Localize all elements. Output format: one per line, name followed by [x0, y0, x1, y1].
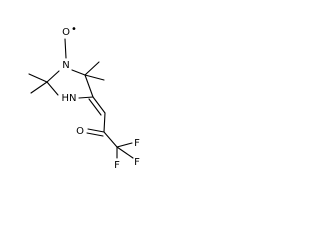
bond-n1-c2: [46, 70, 60, 83]
bond-c4-ch-double-a: [92, 96, 106, 114]
atom-n1: N: [62, 60, 69, 71]
radical-dot: •: [71, 24, 77, 35]
bonds: [28, 38, 134, 159]
bond-co-double-a: [87, 128, 105, 133]
atom-f3: F: [114, 160, 120, 171]
bond-co-cf3: [103, 131, 118, 148]
bond-cf3-f2: [116, 146, 134, 159]
structure-svg: O • N HN O F F F: [28, 24, 141, 171]
atom-nh: HN: [62, 93, 77, 104]
bond-c2-me2: [30, 81, 48, 94]
bond-c5-me2: [84, 74, 105, 81]
bond-c5-n1: [71, 69, 86, 76]
bond-c5-me1: [84, 61, 100, 76]
bond-c4-c5: [84, 74, 94, 98]
atom-o-carbonyl: O: [76, 126, 84, 137]
atom-f2: F: [134, 157, 140, 168]
atom-o-radical: O: [62, 27, 70, 38]
atom-f1: F: [134, 138, 140, 149]
bond-c2-me1: [28, 73, 48, 83]
bond-ch-co: [103, 112, 106, 133]
bond-c4-ch-double-b: [88, 98, 102, 116]
atom-labels: O • N HN O F F F: [62, 24, 141, 171]
bond-n-o: [64, 38, 67, 59]
bond-c2-n3: [46, 81, 59, 96]
bond-n3-c4: [78, 96, 94, 99]
chemical-structure: O • N HN O F F F: [0, 0, 149, 180]
bond-co-double-b: [86, 132, 104, 137]
bond-cf3-f1: [116, 142, 133, 148]
